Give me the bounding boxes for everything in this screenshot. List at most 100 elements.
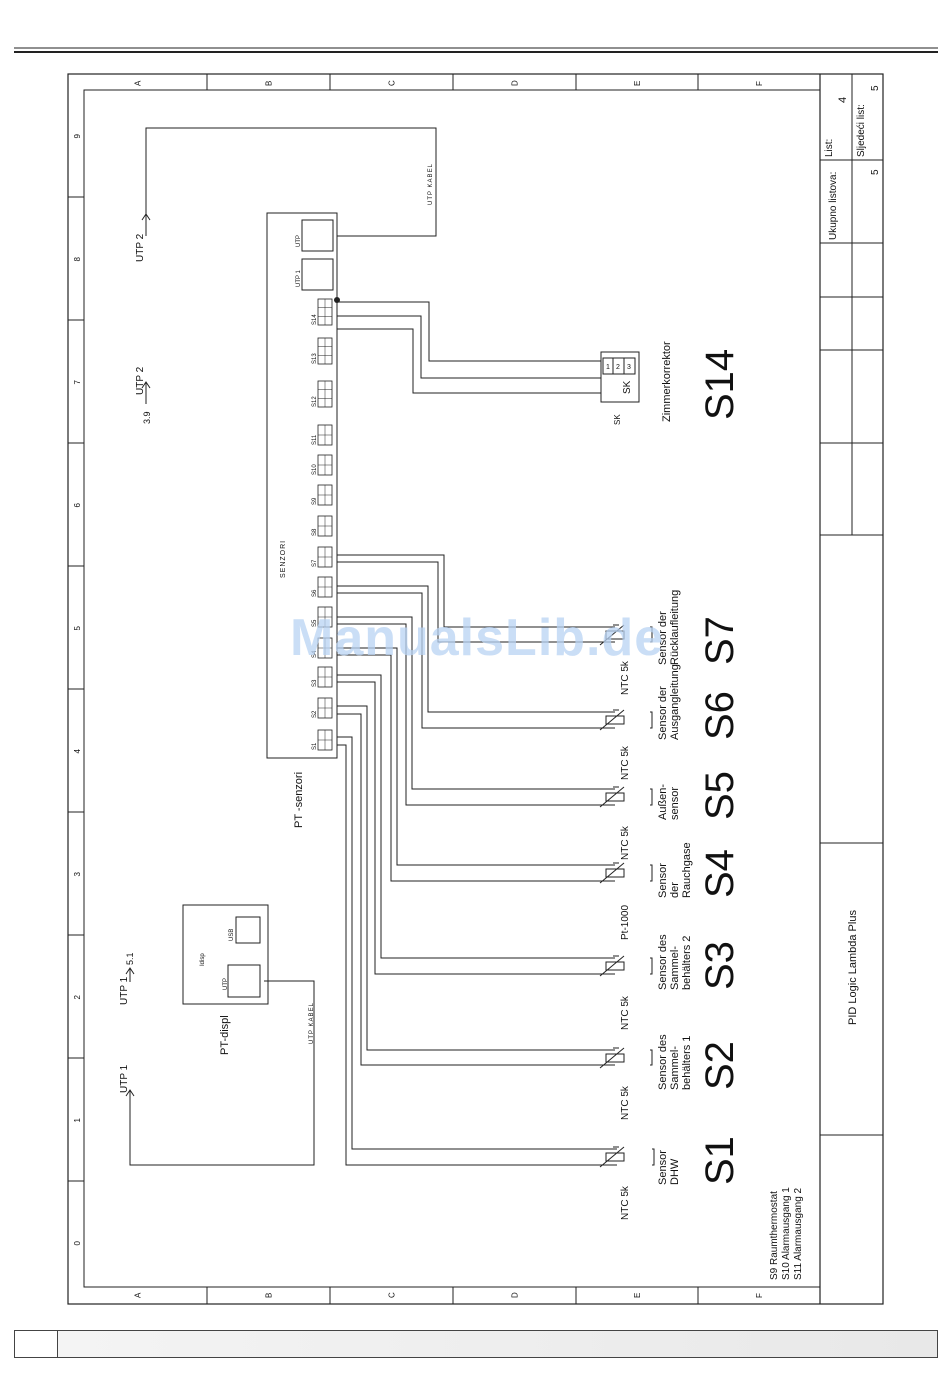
sk-small-label: SK	[613, 414, 622, 425]
thermistor	[605, 1053, 625, 1063]
sensor-type-label: Pt-1000	[620, 905, 631, 940]
title-block: List: 4 Sljedeći list: 5 Ukupno listova:…	[820, 74, 883, 1136]
legend-s11: S11 Alarmausgang 2	[793, 1187, 804, 1280]
zimmer-id: S14	[698, 349, 742, 420]
display-label: PT-displ	[219, 1015, 231, 1055]
terminal-label: S8	[312, 528, 318, 536]
utp-cables	[129, 127, 437, 1166]
sensor-id: S7	[698, 616, 742, 665]
terminal-label: S5	[312, 619, 318, 627]
legend-s10: S10 Alarmausgang 1	[781, 1187, 792, 1280]
column-marker: B	[265, 1293, 274, 1298]
watermark: ManualsLib.de	[290, 609, 665, 667]
sensor-id: S2	[698, 1041, 742, 1090]
sensor-desc: Ausgangleitung	[669, 664, 681, 740]
column-marker: E	[633, 81, 642, 86]
sensor-type-label: NTC 5k	[620, 1185, 631, 1220]
project-title: PID Logic Lambda Plus	[847, 910, 859, 1025]
utp2-port-label: UTP	[296, 235, 302, 247]
sensor-id: S5	[698, 771, 742, 820]
terminal-label: S2	[312, 710, 318, 718]
sensor-desc: sensor	[669, 787, 681, 820]
senzori-inner-label: SENZORI	[280, 540, 287, 578]
sensor-desc: Außen-	[657, 784, 669, 820]
column-marker: E	[633, 1293, 642, 1298]
sensor-desc: behälters 1	[681, 1036, 693, 1090]
thermistor	[605, 868, 625, 878]
utp2-mid-label: UTP 2	[135, 366, 146, 395]
thermistor	[605, 1152, 625, 1162]
sensor-type-label: NTC 5k	[620, 825, 631, 860]
terminal-label: S13	[312, 353, 318, 364]
utp-kabel-top: UTP KABEL	[428, 163, 434, 205]
utp1-a-label: UTP 1	[119, 1064, 130, 1093]
sensor-type-label: NTC 5k	[620, 1085, 631, 1120]
column-marker: C	[388, 80, 397, 86]
column-marker: F	[755, 1293, 764, 1298]
sensor-desc: behälters 2	[681, 936, 693, 990]
ref-39: 3.9	[142, 411, 152, 424]
legend-s9: S9 Raumthermostat	[769, 1191, 780, 1280]
legend: S9 Raumthermostat S10 Alarmausgang 1 S11…	[769, 1187, 804, 1280]
sensor-id: S6	[698, 691, 742, 740]
sensor-desc: Rücklaufleitung	[669, 590, 681, 665]
total-value: 5	[870, 169, 881, 175]
junction-dot	[334, 297, 340, 303]
sensor-desc: Sammel-	[669, 946, 681, 990]
sensor-id: S3	[698, 941, 742, 990]
terminal-label: S3	[312, 679, 318, 687]
terminal-label: S1	[312, 742, 318, 750]
column-marker: D	[511, 80, 520, 86]
sensor-wires	[334, 297, 655, 1166]
ref-51: 5.1	[125, 952, 135, 965]
row-marker: 6	[73, 503, 82, 508]
row-marker: 2	[73, 995, 82, 1000]
thermistor	[605, 961, 625, 971]
sensor-desc: Sensor des	[657, 934, 669, 990]
terminal-label: S9	[312, 497, 318, 505]
sensor-id: S1	[698, 1136, 742, 1185]
row-marker: 1	[73, 1118, 82, 1123]
row-marker: 7	[73, 380, 82, 385]
utp1-b-label: UTP 1	[119, 976, 130, 1005]
sensor-desc: der	[669, 882, 681, 898]
list-value: 4	[837, 97, 849, 103]
sensor-desc: Sensor	[657, 1150, 669, 1185]
drawing-frame	[67, 73, 884, 1305]
terminal-label: S12	[312, 396, 318, 407]
utp1-port-label: UTP 1	[296, 269, 302, 287]
next-value: 5	[870, 85, 881, 91]
sensor-type-label: NTC 5k	[620, 745, 631, 780]
sk-pin-3: 3	[627, 364, 631, 371]
sensor-desc: Sensor der	[657, 611, 669, 665]
terminal-label: S4	[312, 650, 318, 658]
row-marker: 8	[73, 257, 82, 262]
zimmerkorrektor-block: 1 2 3 SK SK Zimmerkorrektor S14	[600, 341, 742, 425]
terminal-label: S11	[312, 434, 318, 445]
column-marker: B	[265, 81, 274, 86]
thermistor	[605, 630, 625, 640]
sk-block-label: SK	[622, 380, 633, 394]
row-marker: 0	[73, 1241, 82, 1246]
senzori-label: PT -senzori	[293, 772, 305, 828]
arrow-connectors	[125, 213, 151, 1105]
idisp-label: Idisp	[200, 953, 206, 966]
footer-cell	[15, 1331, 58, 1357]
column-marker: A	[134, 1292, 143, 1298]
utp-kabel-bottom: UTP KABEL	[309, 1002, 315, 1044]
sensor-type-label: NTC 5k	[620, 995, 631, 1030]
terminal-label: S14	[312, 314, 318, 325]
row-marker: 9	[73, 134, 82, 139]
sensor-desc: DHW	[669, 1158, 681, 1185]
footer-strip	[58, 1331, 937, 1357]
inner-frame	[83, 89, 821, 1288]
sk-pin-1: 1	[606, 364, 610, 371]
zimmer-desc: Zimmerkorrektor	[661, 341, 673, 422]
column-marker: D	[511, 1292, 520, 1298]
sk-pin-2: 2	[616, 364, 620, 371]
footer-bar	[14, 1330, 938, 1358]
